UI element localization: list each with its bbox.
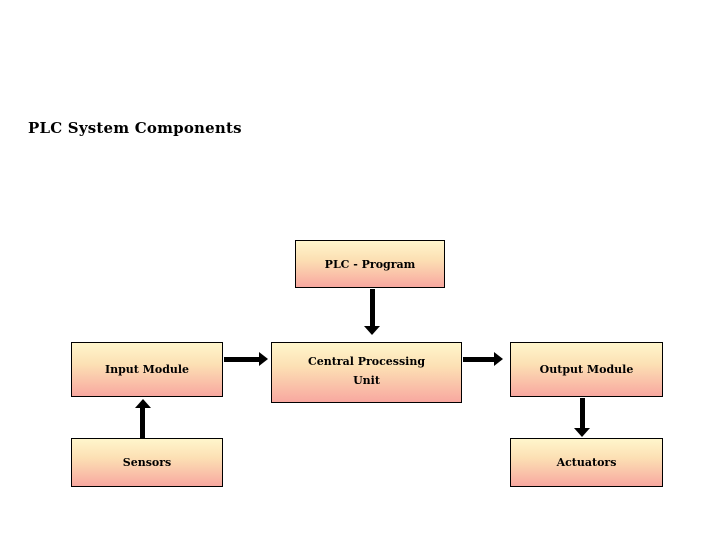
- box-actuators-label: Actuators: [556, 456, 617, 469]
- box-output-module-label: Output Module: [539, 363, 634, 376]
- arrow-cpu-to-output-module-shaft: [463, 357, 494, 362]
- box-cpu-label-line1: Central Processing: [307, 355, 426, 368]
- arrow-plc-program-to-cpu-head-icon: [364, 326, 380, 335]
- box-input-module-label: Input Module: [104, 363, 190, 376]
- slide-title: PLC System Components: [28, 119, 242, 137]
- arrow-sensors-to-input-module-head-icon: [135, 399, 151, 408]
- arrow-output-module-to-actuators-shaft: [580, 398, 585, 428]
- box-input-module: Input Module: [71, 342, 223, 397]
- arrow-output-module-to-actuators-head-icon: [574, 428, 590, 437]
- box-plc-program-label: PLC - Program: [324, 257, 416, 271]
- arrow-sensors-to-input-module-shaft: [140, 408, 145, 438]
- arrow-input-module-to-cpu-head-icon: [259, 352, 268, 366]
- box-sensors: Sensors: [71, 438, 223, 487]
- box-sensors-label: Sensors: [122, 456, 172, 469]
- box-cpu-label-line2: Unit: [353, 374, 380, 387]
- box-output-module: Output Module: [510, 342, 663, 397]
- box-central-processing-unit: Central Processing Unit: [271, 342, 462, 403]
- arrow-cpu-to-output-module-head-icon: [494, 352, 503, 366]
- box-actuators: Actuators: [510, 438, 663, 487]
- arrow-input-module-to-cpu-shaft: [224, 357, 259, 362]
- box-plc-program: PLC - Program: [295, 240, 445, 288]
- arrow-plc-program-to-cpu-shaft: [370, 289, 375, 326]
